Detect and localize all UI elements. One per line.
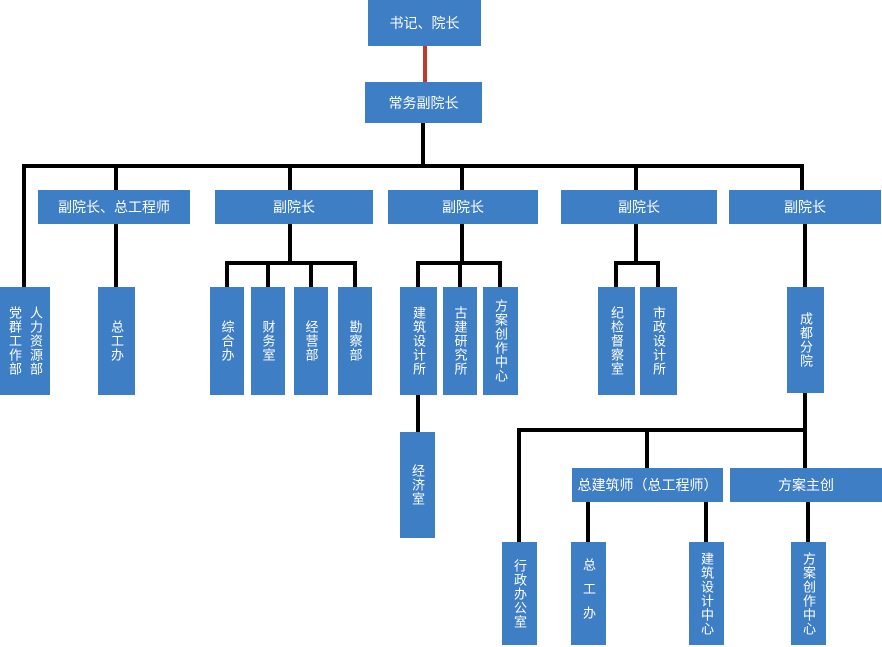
node-ancient-arch-institute-label: 古建研究所 [452, 306, 468, 376]
node-exec-vp-label: 常务副院长 [388, 94, 459, 111]
node-economy-office: 经济室 [400, 432, 435, 538]
node-chief-eng-office: 总工办 [98, 287, 135, 395]
node-finance-office: 财务室 [251, 287, 285, 395]
node-general-office-label: 综合办 [219, 320, 235, 362]
connector-vpchief-chiefengoffice [114, 224, 118, 287]
node-branch-chief-eng-office-label: 总工办 [581, 557, 596, 630]
node-scheme-creation-center-label: 方案创作中心 [493, 299, 508, 383]
connector-drop-chief-architect [645, 428, 649, 468]
node-scheme-lead: 方案主创 [730, 468, 882, 502]
node-vp-b-label: 副院长 [442, 199, 484, 215]
connector-drop-municipal-design-institute [656, 261, 660, 287]
node-branch-scheme-creation-center-label: 方案创作中心 [801, 551, 816, 636]
node-president: 书记、院长 [368, 0, 481, 46]
node-scheme-creation-center: 方案创作中心 [483, 287, 518, 395]
node-party-mass-label: 党群工作部 [7, 306, 22, 376]
connector-vpa-stem [288, 224, 292, 261]
node-chief-eng-office-label: 总工办 [109, 320, 124, 362]
node-business-dept: 经营部 [294, 287, 328, 395]
connector-drop-arch-design-institute [416, 261, 420, 287]
node-arch-design-center: 建筑设计中心 [689, 542, 724, 645]
connector-vpc-stem [634, 224, 638, 261]
connector-president-execvp [423, 46, 427, 82]
connector-drop-scheme-creation-center [498, 261, 502, 287]
node-chengdu-branch-label: 成都分院 [798, 312, 813, 368]
connector-drop-vp-a [288, 164, 292, 190]
connector-drop-ancient-arch-institute [458, 261, 462, 287]
node-municipal-design-institute-label: 市政设计所 [651, 306, 666, 376]
node-vp-d-label: 副院长 [784, 199, 826, 215]
node-ancient-arch-institute: 古建研究所 [443, 287, 477, 395]
node-general-office: 综合办 [210, 287, 244, 395]
node-vp-b: 副院长 [388, 190, 538, 224]
node-vp-a: 副院长 [215, 190, 373, 224]
node-exec-vp: 常务副院长 [365, 82, 482, 123]
node-survey-dept: 勘察部 [338, 287, 372, 395]
connector-drop-survey-dept [353, 261, 357, 287]
node-hr-label: 人力资源部 [28, 306, 43, 376]
node-discipline-office: 纪检督察室 [598, 287, 635, 395]
node-business-dept-label: 经营部 [303, 320, 319, 362]
connector-drop-finance-office [266, 261, 270, 287]
node-discipline-office-label: 纪检督察室 [609, 306, 624, 376]
node-vp-d: 副院长 [729, 190, 881, 224]
node-scheme-lead-label: 方案主创 [778, 477, 834, 493]
connector-vpa-horizontal [225, 261, 357, 265]
node-arch-design-institute: 建筑设计所 [400, 287, 437, 395]
connector-drop-vp-chief-engineer [114, 164, 118, 190]
connector-drop-vp-c [634, 164, 638, 190]
connector-drop-discipline-office [614, 261, 618, 287]
node-branch-chief-eng-office: 总工办 [571, 542, 606, 645]
node-economy-office-label: 经济室 [410, 464, 425, 506]
node-vp-chief-engineer-label: 副院长、总工程师 [58, 199, 170, 215]
node-party-mass-and-hr: 党群工作部 人力资源部 [0, 287, 50, 395]
connector-drop-business-dept [309, 261, 313, 287]
connector-archinst-economy [416, 395, 420, 432]
node-municipal-design-institute: 市政设计所 [640, 287, 677, 395]
node-chief-architect-label: 总建筑师（总工程师） [577, 477, 718, 493]
connector-drop-vp-b [460, 164, 464, 190]
node-finance-office-label: 财务室 [260, 320, 276, 362]
connector-chengdu-horizontal [517, 428, 807, 432]
node-vp-a-label: 副院长 [273, 199, 315, 215]
connector-execvp-stem [421, 123, 425, 166]
node-arch-design-institute-label: 建筑设计所 [411, 306, 426, 376]
node-admin-office: 行政办公室 [502, 542, 537, 645]
node-vp-c: 副院长 [561, 190, 717, 224]
node-admin-office-label: 行政办公室 [512, 558, 527, 629]
node-arch-design-center-label: 建筑设计中心 [699, 551, 714, 636]
connector-main-horizontal [22, 164, 804, 168]
node-survey-dept-label: 勘察部 [347, 320, 363, 362]
connector-drop-arch-design-center [704, 502, 708, 542]
connector-drop-admin-office [517, 428, 521, 542]
node-chengdu-branch: 成都分院 [787, 287, 824, 393]
node-vp-chief-engineer: 副院长、总工程师 [38, 190, 190, 224]
connector-drop-branch-scheme-center [806, 502, 810, 542]
connector-drop-party-hr [22, 164, 26, 287]
connector-drop-vp-d [800, 164, 804, 190]
connector-drop-general-office [225, 261, 229, 287]
connector-vpb-stem [460, 224, 464, 261]
connector-vpd-chengdu [803, 224, 807, 287]
node-branch-scheme-creation-center: 方案创作中心 [791, 542, 826, 645]
node-vp-c-label: 副院长 [618, 199, 660, 215]
node-president-label: 书记、院长 [389, 15, 460, 31]
connector-vpc-horizontal [614, 261, 660, 265]
connector-drop-branch-chiefengoffice [586, 502, 590, 542]
node-chief-architect: 总建筑师（总工程师） [572, 468, 723, 502]
